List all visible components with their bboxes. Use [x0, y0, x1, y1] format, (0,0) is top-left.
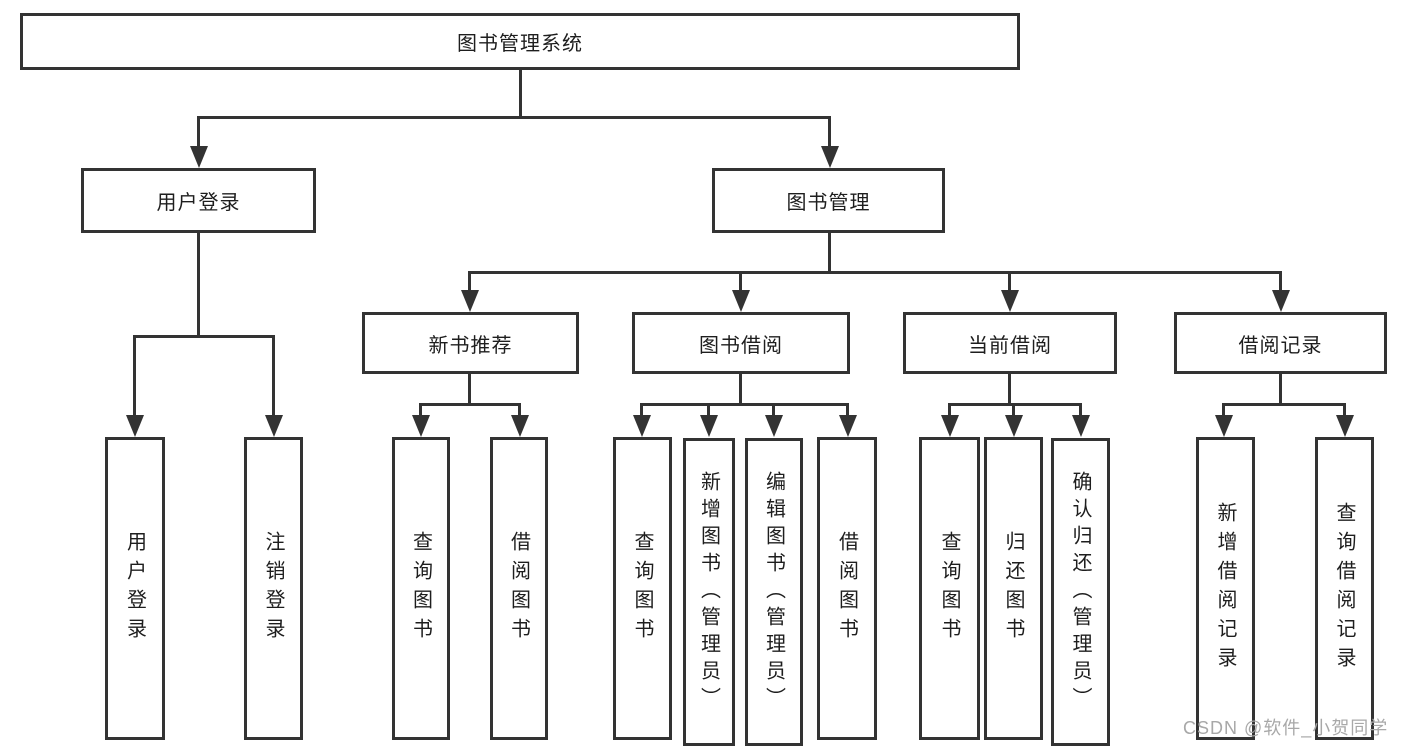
connector [468, 271, 1282, 274]
connector [518, 403, 521, 417]
leaf-confirm-return-admin-label: 确认归还（管理员） [1069, 470, 1091, 714]
leaf-query-book-borrow-label: 查询图书 [631, 530, 653, 647]
connector [1079, 403, 1082, 417]
leaf-query-book-recommend: 查询图书 [392, 437, 450, 740]
connector [1222, 403, 1225, 417]
node-new-book-recommend: 新书推荐 [362, 312, 579, 374]
connector [739, 374, 742, 406]
leaf-user-login: 用户登录 [105, 437, 165, 740]
node-book-borrow-label: 图书借阅 [699, 334, 783, 357]
connector [1279, 374, 1282, 406]
leaf-logout-label: 注销登录 [262, 530, 284, 647]
connector [133, 335, 136, 416]
connector [197, 116, 200, 148]
arrowhead-down-icon [265, 415, 283, 437]
connector [519, 70, 522, 118]
leaf-confirm-return-admin: 确认归还（管理员） [1051, 438, 1110, 746]
arrowhead-down-icon [1005, 415, 1023, 437]
node-user-login: 用户登录 [81, 168, 316, 233]
arrowhead-down-icon [765, 415, 783, 437]
connector [772, 403, 775, 417]
leaf-query-borrow-record-label: 查询借阅记录 [1333, 501, 1355, 676]
connector [707, 403, 710, 417]
connector [948, 403, 1082, 406]
connector [1008, 374, 1011, 406]
connector [1222, 403, 1346, 406]
node-current-borrow-label: 当前借阅 [968, 334, 1052, 357]
leaf-edit-book-admin: 编辑图书（管理员） [745, 438, 803, 746]
arrowhead-down-icon [821, 146, 839, 168]
arrowhead-down-icon [190, 146, 208, 168]
arrowhead-down-icon [126, 415, 144, 437]
arrowhead-down-icon [1336, 415, 1354, 437]
leaf-borrow-book-label: 借阅图书 [835, 530, 858, 647]
connector [828, 232, 831, 274]
arrowhead-down-icon [412, 415, 430, 437]
node-root-label: 图书管理系统 [457, 33, 583, 55]
connector [468, 271, 471, 292]
arrowhead-down-icon [732, 290, 750, 312]
leaf-add-book-admin-label: 新增图书（管理员） [697, 470, 720, 714]
connector [468, 374, 471, 406]
leaf-query-book-recommend-label: 查询图书 [409, 530, 432, 647]
arrowhead-down-icon [839, 415, 857, 437]
leaf-logout: 注销登录 [244, 437, 303, 740]
node-borrow-records-label: 借阅记录 [1238, 334, 1323, 357]
connector [197, 232, 200, 338]
connector [1012, 403, 1015, 417]
leaf-query-borrow-record: 查询借阅记录 [1315, 437, 1374, 740]
leaf-query-book-borrow: 查询图书 [613, 437, 672, 740]
connector [1343, 403, 1346, 417]
connector [948, 403, 951, 417]
arrowhead-down-icon [700, 415, 718, 437]
leaf-query-book-current: 查询图书 [919, 437, 980, 740]
connector [272, 335, 275, 416]
leaf-return-book: 归还图书 [984, 437, 1043, 740]
connector [1008, 271, 1011, 292]
arrowhead-down-icon [1072, 415, 1090, 437]
leaf-user-login-label: 用户登录 [123, 530, 146, 647]
connector [828, 116, 831, 148]
leaf-borrow-book: 借阅图书 [817, 437, 877, 740]
arrowhead-down-icon [1215, 415, 1233, 437]
connector [640, 403, 849, 406]
connector [419, 403, 521, 406]
leaf-add-borrow-record-label: 新增借阅记录 [1214, 501, 1236, 676]
node-book-management: 图书管理 [712, 168, 945, 233]
node-book-borrow: 图书借阅 [632, 312, 850, 374]
connector [846, 403, 849, 417]
node-user-login-label: 用户登录 [156, 192, 241, 214]
leaf-edit-book-admin-label: 编辑图书（管理员） [762, 470, 785, 714]
arrowhead-down-icon [1272, 290, 1290, 312]
node-root: 图书管理系统 [20, 13, 1020, 70]
node-book-management-label: 图书管理 [786, 192, 871, 214]
connector [739, 271, 742, 292]
arrowhead-down-icon [941, 415, 959, 437]
leaf-borrow-book-recommend-label: 借阅图书 [507, 530, 530, 647]
arrowhead-down-icon [633, 415, 651, 437]
connector [419, 403, 422, 417]
leaf-query-book-current-label: 查询图书 [938, 530, 960, 647]
leaf-add-borrow-record: 新增借阅记录 [1196, 437, 1255, 740]
node-borrow-records: 借阅记录 [1174, 312, 1387, 374]
arrowhead-down-icon [1001, 290, 1019, 312]
arrowhead-down-icon [511, 415, 529, 437]
watermark: CSDN @软件_小贺同学 [1183, 718, 1389, 738]
arrowhead-down-icon [461, 290, 479, 312]
node-current-borrow: 当前借阅 [903, 312, 1117, 374]
connector [133, 335, 275, 338]
leaf-add-book-admin: 新增图书（管理员） [683, 438, 735, 746]
node-new-book-recommend-label: 新书推荐 [428, 334, 513, 357]
leaf-borrow-book-recommend: 借阅图书 [490, 437, 548, 740]
leaf-return-book-label: 归还图书 [1002, 530, 1024, 647]
connector [1279, 271, 1282, 292]
connector [197, 116, 831, 119]
connector [640, 403, 643, 417]
